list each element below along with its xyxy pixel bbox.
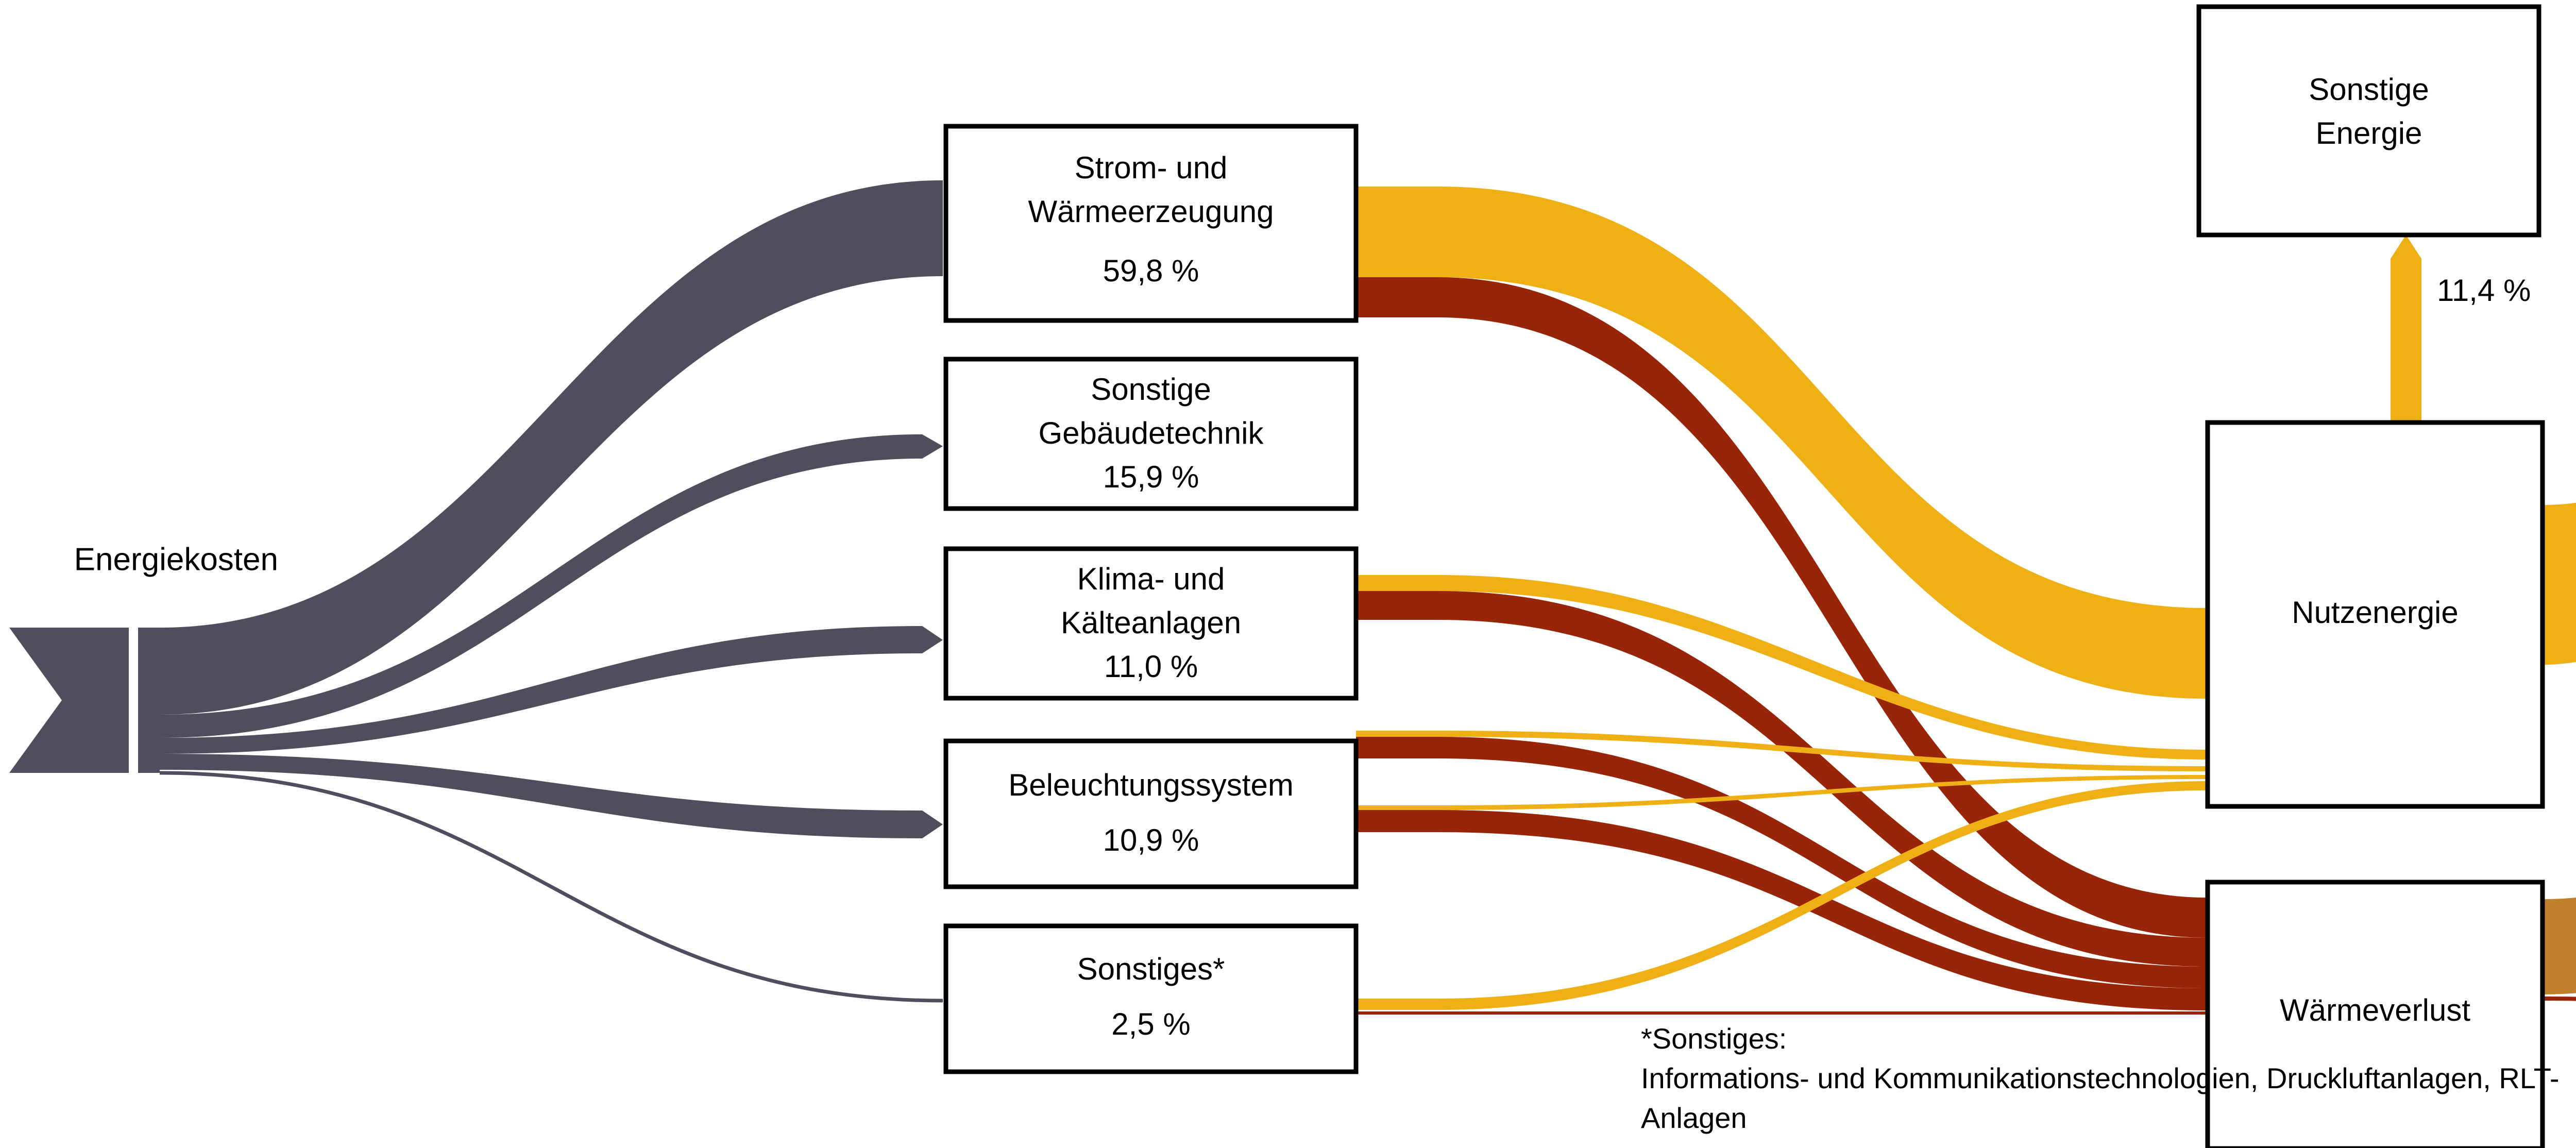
- link-energiekosten-to-klima-kaelte: [160, 626, 943, 754]
- node-box[interactable]: [2205, 420, 2545, 809]
- node-label-line1: Wärmeverlust: [2280, 993, 2470, 1027]
- node-box[interactable]: [943, 738, 1359, 889]
- link-nutzenergie-to-sonstige-energie: [2391, 235, 2421, 423]
- node-value: 59,8 %: [1103, 254, 1199, 288]
- link-beleuchtung-to-nutzenergie: [1356, 775, 2208, 810]
- node-label-line1: Strom- und: [1075, 150, 1228, 185]
- node-box[interactable]: [2196, 4, 2541, 238]
- flow-label-11-4: 11,4 %: [2437, 273, 2531, 308]
- node-label-line1: Klima- und: [1077, 562, 1225, 596]
- footnote-line2: Informations- und Kommunikationstechnolo…: [1641, 1062, 2560, 1094]
- link-energiekosten-to-sonstiges: [159, 771, 943, 1003]
- node-box[interactable]: [943, 357, 1359, 511]
- link-energiekosten-to-gebaeudetechnik: [160, 434, 943, 738]
- footnote: *Sonstiges: Informations- und Kommunikat…: [1641, 1022, 2560, 1134]
- node-label-line2: Kälteanlagen: [1061, 605, 1241, 640]
- node-klima-und-kaelteanlagen[interactable]: Klima- und Kälteanlagen 11,0 %: [943, 546, 1359, 701]
- link-waermeverlust-to-waermeverlust-out: [2542, 997, 2576, 1001]
- energiekosten-chevron: [9, 628, 129, 773]
- node-value: 10,9 %: [1103, 823, 1199, 857]
- node-label-line1: Sonstiges*: [1077, 952, 1225, 986]
- source-label-energiekosten: Energiekosten: [74, 542, 278, 577]
- node-box[interactable]: [943, 923, 1359, 1074]
- node-label-line1: Sonstige: [1091, 372, 1211, 407]
- link-strom-waerme-to-nutzenergie: [1356, 187, 2208, 699]
- link-beleuchtung-to-waermeverlust: [1356, 810, 2208, 1010]
- link-waermeverlust-to-interne-waermegewinne: [2543, 897, 2576, 994]
- node-sonstiges[interactable]: Sonstiges* 2,5 %: [943, 923, 1359, 1074]
- node-label-line2: Wärmeerzeugung: [1028, 194, 1274, 229]
- link-nutzenergie-to-waermebedarf: [2543, 502, 2576, 665]
- node-label-line2: Energie: [2316, 116, 2422, 150]
- link-energiekosten-to-beleuchtung: [160, 754, 943, 838]
- node-value: 2,5 %: [1111, 1007, 1190, 1041]
- links-grey: [159, 180, 943, 1003]
- node-strom-und-waermeerzeugung[interactable]: Strom- und Wärmeerzeugung 59,8 %: [943, 124, 1359, 323]
- node-value: 11,0 %: [1104, 649, 1198, 684]
- node-box[interactable]: [943, 546, 1359, 701]
- node-beleuchtungssystem[interactable]: Beleuchtungssystem 10,9 %: [943, 738, 1359, 889]
- node-value: 15,9 %: [1103, 460, 1199, 494]
- node-label-line2: Gebäudetechnik: [1039, 416, 1264, 450]
- energiekosten-bar: [138, 628, 160, 773]
- links-yellow-red: [1356, 187, 2208, 1015]
- node-sonstige-gebaeudetechnik[interactable]: Sonstige Gebäudetechnik 15,9 %: [943, 357, 1359, 511]
- link-klima-kaelte-to-waermeverlust: [1356, 737, 2208, 988]
- node-label-line1: Beleuchtungssystem: [1008, 768, 1294, 802]
- link-energiekosten-to-strom-waerme: [160, 180, 943, 715]
- node-label-line1: Sonstige: [2309, 72, 2429, 107]
- node-box[interactable]: [943, 124, 1359, 323]
- source-node-energiekosten: [9, 628, 160, 773]
- node-sonstige-energie[interactable]: Sonstige Energie: [2196, 4, 2541, 238]
- link-klima-kaelte-to-nutzenergie: [1356, 731, 2208, 771]
- footnote-line3: Anlagen: [1641, 1102, 1747, 1134]
- node-nutzenergie[interactable]: Nutzenergie: [2205, 420, 2545, 809]
- node-label-line1: Nutzenergie: [2292, 595, 2459, 630]
- node-box[interactable]: [2205, 880, 2545, 1148]
- footnote-line1: *Sonstiges:: [1641, 1022, 1787, 1055]
- node-waermeverlust-mid[interactable]: Wärmeverlust: [2205, 880, 2545, 1148]
